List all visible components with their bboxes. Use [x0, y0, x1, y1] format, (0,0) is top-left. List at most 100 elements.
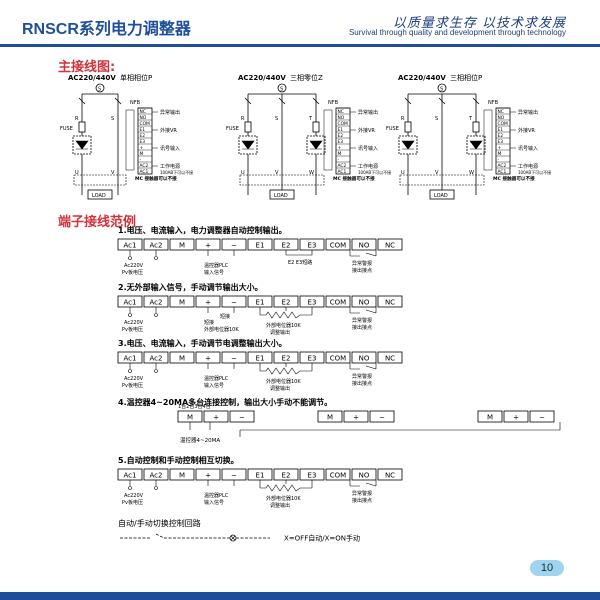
ac-node — [154, 369, 158, 373]
terminal-text: E2 — [282, 355, 291, 363]
side-label: 工作电源 — [160, 163, 180, 170]
terminal-cell — [325, 351, 351, 364]
section-main-wiring: 主接线图: — [58, 60, 116, 75]
terminal-cell — [343, 410, 369, 423]
terminal-text: − — [539, 414, 545, 422]
example-note: Ac220V — [124, 376, 144, 382]
ac-node — [128, 256, 132, 260]
terminal-label: - — [338, 158, 340, 163]
fuse — [404, 121, 412, 133]
terminal-label: NO — [338, 115, 345, 121]
example-note: Pv板电压 — [122, 499, 143, 506]
breaker — [244, 97, 252, 105]
fuse — [244, 121, 252, 133]
example-note: 短接 — [220, 313, 230, 320]
side-label: 异常输出 — [160, 109, 180, 116]
breaker — [312, 97, 320, 105]
terminal-cell — [369, 410, 395, 423]
scr-symbol — [75, 140, 89, 150]
terminal-text: − — [231, 355, 237, 363]
terminal-text: NO — [359, 472, 370, 480]
pot-resistor — [259, 307, 313, 319]
terminal-label: E2 — [498, 133, 504, 139]
terminal-label: AC2 — [338, 163, 347, 169]
footer-bar — [0, 592, 600, 600]
mc-box — [399, 174, 485, 186]
example-title: 4.温控器4~20MA多台连接控制，输出大小手动不能调节。 — [118, 397, 332, 407]
ac-node — [128, 486, 132, 490]
terminal-text: NO — [359, 299, 370, 307]
terminal-label: E3 — [338, 139, 344, 145]
terminal-text: NC — [385, 299, 395, 307]
terminal-text: Ac2 — [150, 472, 163, 480]
signal-wire — [207, 363, 235, 369]
side-label: 外接VR — [160, 127, 177, 134]
terminal-cell — [229, 410, 255, 423]
terminal-text: Ac2 — [150, 242, 163, 250]
side-label: 讯号输入 — [358, 145, 378, 152]
pot-resistor — [259, 480, 313, 492]
phase-label: R — [401, 116, 405, 122]
slogan-en: Survival through quality and development… — [348, 28, 566, 37]
terminal-cell — [351, 295, 377, 308]
load-box — [87, 189, 113, 200]
example-note: 接出接点 — [352, 324, 372, 331]
example-4: 4.温控器4~20MA多台连接控制，输出大小手动不能调节。M+−M+−M+−M+… — [118, 397, 561, 444]
breaker — [114, 97, 122, 105]
terminal-cell — [377, 468, 403, 481]
terminal-text: M — [179, 472, 185, 480]
side-label: 讯号输入 — [518, 145, 538, 152]
terminal-text: E1 — [256, 299, 265, 307]
power-note: 100AB下可以不接 — [518, 169, 551, 175]
terminal-label: M — [140, 151, 144, 157]
example-note: 温控器PLC — [204, 262, 229, 269]
ac-node — [128, 369, 132, 373]
out-label: U — [75, 170, 79, 176]
example-note: E2 E3短路 — [288, 259, 312, 266]
terminal-cell — [325, 295, 351, 308]
scr-symbol — [241, 140, 255, 150]
breaker — [278, 97, 286, 105]
terminal-cell — [169, 468, 195, 481]
header-divider — [0, 44, 600, 47]
source-label: S — [440, 87, 443, 93]
source-label: S — [280, 87, 283, 93]
mc-note: MC 接触器可以不接 — [135, 175, 177, 182]
source-label: S — [98, 87, 101, 93]
example-note: 外部电位器10K — [266, 378, 301, 385]
ac-node — [154, 313, 158, 317]
phase-label: R — [75, 116, 79, 122]
source-circle — [277, 83, 287, 93]
ac-wire — [129, 307, 157, 313]
fuse-label: FUSE — [60, 126, 73, 132]
phase-label: S — [435, 116, 438, 122]
example-note: 温控器PLC — [204, 375, 229, 382]
load-label: LOAD — [434, 193, 448, 199]
terminal-text: − — [231, 299, 237, 307]
terminal-cell — [325, 238, 351, 251]
ac-node — [128, 313, 132, 317]
terminal-text: NO — [359, 355, 370, 363]
example-note: 外部电位器10K — [204, 326, 239, 333]
breaker — [78, 97, 86, 105]
example-note: Pv板电压 — [122, 269, 143, 276]
signal-wire — [207, 307, 235, 313]
terminal-text: COM — [330, 355, 346, 363]
terminal-label: M — [498, 151, 502, 157]
terminal-label: NC — [498, 109, 504, 115]
terminal-text: COM — [330, 242, 346, 250]
scr-symbol — [469, 140, 483, 150]
terminal-cell — [317, 410, 343, 423]
out-label: V — [275, 170, 279, 176]
out-label: W — [469, 170, 474, 176]
terminal-text: NC — [385, 355, 395, 363]
terminal-text: E2 — [282, 472, 291, 480]
example-note: 调整输出 — [270, 385, 290, 392]
scr-symbol — [401, 140, 415, 150]
out-label: U — [241, 170, 245, 176]
example-note: 输入信号 — [204, 499, 224, 506]
fuse — [78, 121, 86, 133]
